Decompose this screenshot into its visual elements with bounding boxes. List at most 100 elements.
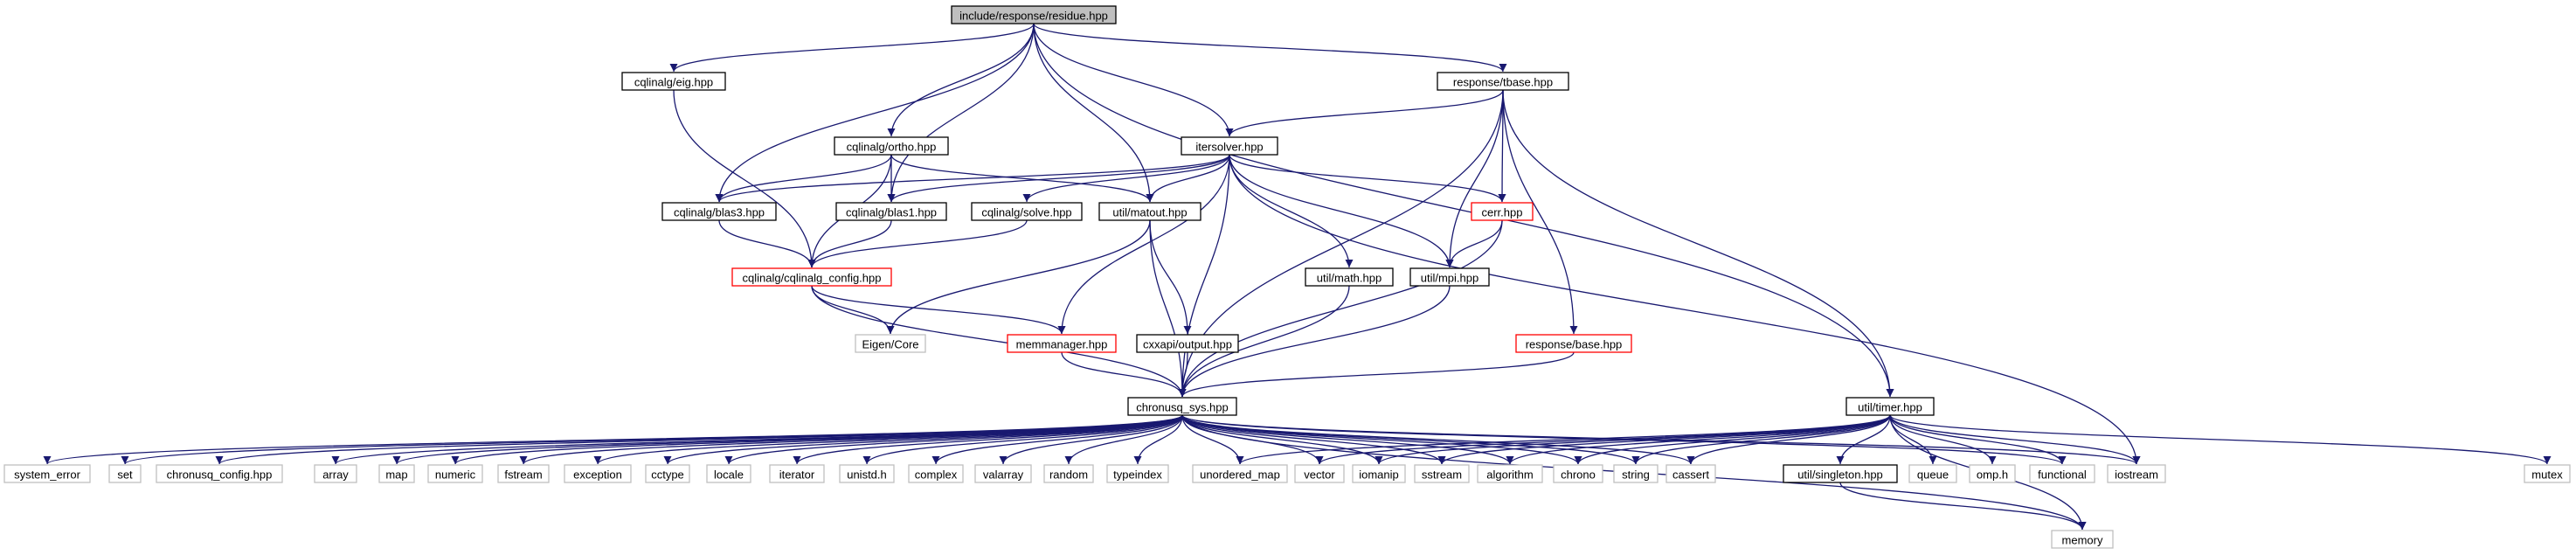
node-residue[interactable]: include/response/residue.hpp (951, 5, 1117, 24)
edge-blas3-to-cqconfig (718, 219, 816, 268)
node-respbase[interactable]: response/base.hpp (1515, 334, 1632, 353)
edge-itersolver-to-iostream (1229, 154, 2141, 465)
edge-chronusq-to-random (1064, 414, 1183, 465)
node-matout[interactable]: util/matout.hpp (1098, 202, 1201, 221)
node-box (769, 464, 825, 483)
node-box (1098, 202, 1201, 221)
node-numeric: numeric (427, 464, 483, 483)
node-label: response/base.hpp (1526, 338, 1623, 351)
node-valarray: valarray (974, 464, 1032, 483)
node-solve[interactable]: cqlinalg/solve.hpp (971, 202, 1083, 221)
node-label: unistd.h (847, 468, 887, 482)
edge-residue-to-matout (1033, 23, 1154, 203)
edge-residue-to-itersolver (1033, 23, 1234, 137)
edge-matout-to-cxxapi (1149, 219, 1192, 335)
node-box (1613, 464, 1658, 483)
node-chrono: chrono (1553, 464, 1603, 483)
node-box (2107, 464, 2166, 483)
node-box (1043, 464, 1094, 483)
edge-chronusq-to-complex (931, 414, 1183, 465)
node-omp: omp.h (1969, 464, 2016, 483)
node-cqcfg: chronusq_config.hpp (156, 464, 283, 483)
node-label: numeric (435, 468, 476, 482)
edge-respbase-to-chronusq (1178, 351, 1575, 398)
node-ortho[interactable]: cqlinalg/ortho.hpp (834, 136, 949, 156)
node-mutex: mutex (2524, 464, 2571, 483)
node-cctype: cctype (645, 464, 690, 483)
node-blas3[interactable]: cqlinalg/blas3.hpp (661, 202, 777, 221)
node-utilmath[interactable]: util/math.hpp (1305, 267, 1394, 287)
node-box (1352, 464, 1406, 483)
node-cxxapi[interactable]: cxxapi/output.hpp (1136, 334, 1239, 353)
edge-timer-to-omp (1889, 414, 1997, 465)
node-label: algorithm (1486, 468, 1533, 482)
node-label: util/mpi.hpp (1421, 272, 1478, 285)
node-box (971, 202, 1083, 221)
edge-itersolver-to-solve (1022, 154, 1230, 203)
node-box (1127, 397, 1237, 416)
edge-chronusq-to-locale (724, 414, 1183, 465)
nodes-layer: include/response/residue.hpp cqlinalg/eig… (3, 5, 2571, 549)
node-eig[interactable]: cqlinalg/eig.hpp (621, 72, 726, 91)
node-fstream: fstream (497, 464, 550, 483)
edge-utilmpi-to-chronusq (1178, 285, 1451, 398)
node-array: array (314, 464, 357, 483)
node-label: cctype (651, 468, 684, 482)
node-label: cassert (1672, 468, 1709, 482)
edge-cqconfig-to-memmanager (811, 285, 1066, 335)
node-string: string (1613, 464, 1658, 483)
node-timer[interactable]: util/timer.hpp (1845, 397, 1935, 416)
node-iomanip: iomanip (1352, 464, 1406, 483)
node-label: chronusq_config.hpp (167, 468, 273, 482)
node-memmanager[interactable]: memmanager.hpp (1007, 334, 1117, 353)
node-label: response/tbase.hpp (1453, 76, 1553, 89)
node-locale: locale (706, 464, 751, 483)
edge-memmanager-to-chronusq (1061, 351, 1187, 398)
edge-ortho-to-blas3 (715, 154, 892, 203)
node-utilmpi[interactable]: util/mpi.hpp (1409, 267, 1490, 287)
node-label: unordered_map (1200, 468, 1280, 482)
node-algorithm: algorithm (1477, 464, 1543, 483)
edge-timer-to-singleton (1836, 414, 1891, 465)
edge-itersolver-to-blas3 (715, 154, 1230, 203)
edge-itersolver-to-memmanager (1057, 154, 1230, 335)
node-box (834, 136, 949, 156)
node-box (1969, 464, 2016, 483)
node-cqconfig[interactable]: cqlinalg/cqlinalg_config.hpp (731, 267, 892, 287)
node-label: iterator (779, 468, 815, 482)
node-box (156, 464, 283, 483)
node-singleton[interactable]: util/singleton.hpp (1783, 464, 1898, 483)
node-label: mutex (2531, 468, 2563, 482)
node-box (1305, 267, 1394, 287)
node-box (2524, 464, 2571, 483)
node-label: Eigen/Core (862, 338, 918, 351)
node-label: itersolver.hpp (1195, 141, 1263, 154)
node-box (3, 464, 91, 483)
node-box (1136, 334, 1239, 353)
node-system_error: system_error (3, 464, 91, 483)
node-label: cxxapi/output.hpp (1143, 338, 1232, 351)
edge-tbase-to-utilmpi (1445, 89, 1504, 268)
node-label: omp.h (1977, 468, 2008, 482)
node-tbase[interactable]: response/tbase.hpp (1437, 72, 1569, 91)
node-box (1414, 464, 1470, 483)
edge-cqconfig-to-chronusq (811, 285, 1187, 398)
node-box (1665, 464, 1716, 483)
node-cerr[interactable]: cerr.hpp (1471, 202, 1534, 221)
edge-residue-to-tbase (1033, 23, 1507, 73)
node-iostream: iostream (2107, 464, 2166, 483)
node-label: cqlinalg/eig.hpp (634, 76, 713, 89)
node-box (706, 464, 751, 483)
node-blas1[interactable]: cqlinalg/blas1.hpp (835, 202, 947, 221)
node-label: iostream (2115, 468, 2158, 482)
edge-eig-to-cqconfig (673, 89, 816, 268)
node-itersolver[interactable]: itersolver.hpp (1181, 136, 1278, 156)
edge-chronusq-to-iomanip (1181, 414, 1383, 465)
node-box (1471, 202, 1534, 221)
node-chronusq[interactable]: chronusq_sys.hpp (1127, 397, 1237, 416)
node-label: memmanager.hpp (1016, 338, 1108, 351)
node-label: typeindex (1113, 468, 1162, 482)
edge-chronusq-to-algorithm (1181, 414, 1514, 465)
edge-itersolver-to-utilmpi (1229, 154, 1454, 268)
